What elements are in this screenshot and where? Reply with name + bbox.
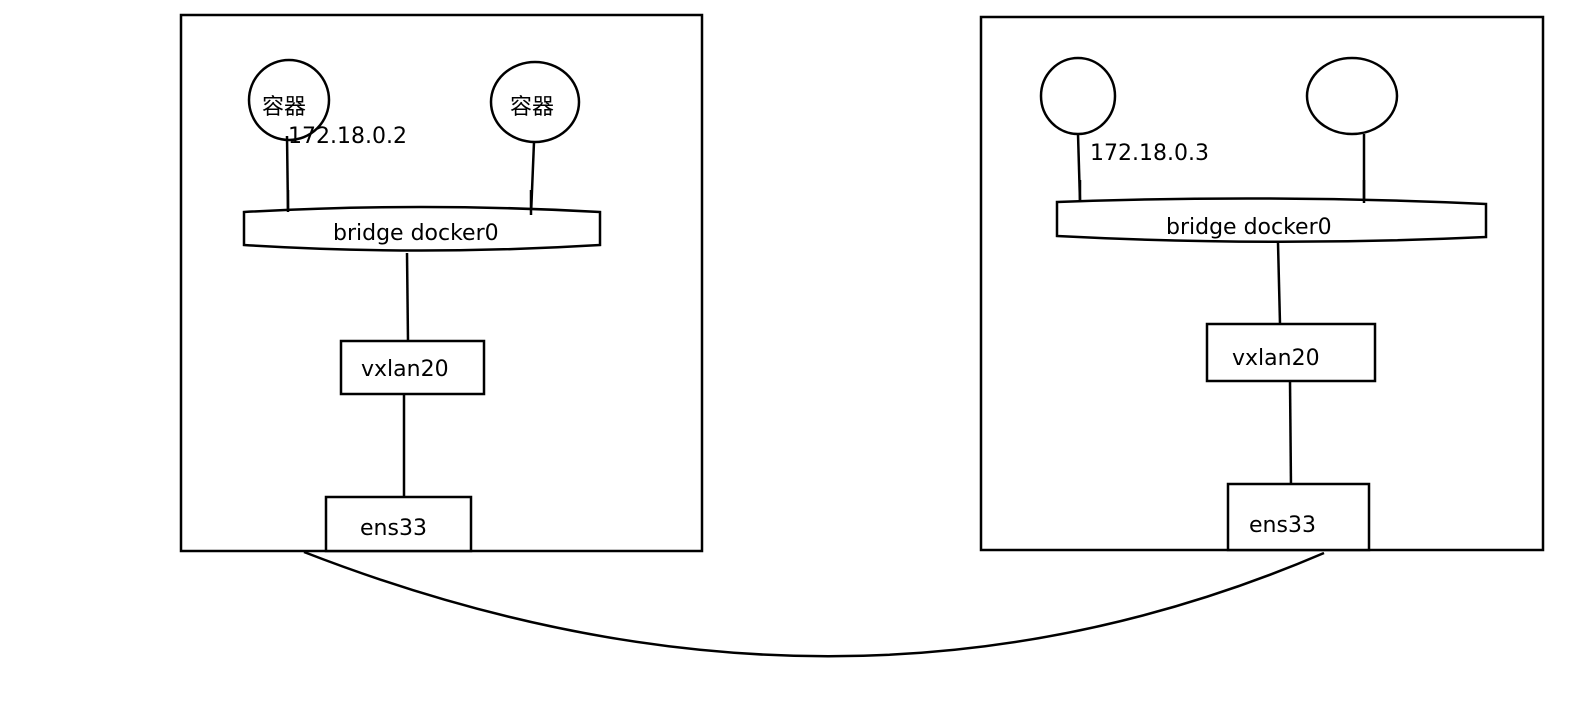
- host-1-bridge: bridge docker0: [242, 190, 602, 252]
- host-1-nic: ens33: [324, 495, 473, 553]
- host-2-bridge: bridge docker0: [1055, 180, 1488, 244]
- host-2-vxlan-box: [1205, 322, 1377, 383]
- host-2-container-2: [1305, 56, 1399, 203]
- host-1-container-1-circle: [247, 58, 331, 142]
- host-1-nic-box: [324, 495, 473, 553]
- host-1-nic-label: ens33: [360, 516, 427, 541]
- host-1-container-1: 容器 172.18.0.2: [247, 58, 407, 213]
- host-1-bridge-shape: [242, 205, 602, 252]
- host-1-container-1-label: 容器: [262, 95, 306, 120]
- host-1-bridge-vxlan-link: [405, 252, 410, 342]
- host-1-container-2-label: 容器: [510, 95, 554, 120]
- host-2-nic: ens33: [1226, 482, 1371, 552]
- host-1-frame: [179, 13, 704, 553]
- host-1-container-2-circle: [489, 60, 581, 144]
- host-1-vxlan-label: vxlan20: [361, 357, 449, 382]
- host-1: 容器 172.18.0.2 容器 bridge docker0 vxlan20: [179, 13, 704, 553]
- host-1-bridge-label: bridge docker0: [333, 221, 499, 246]
- host-1-vxlan: vxlan20: [339, 339, 486, 396]
- host-2-vxlan-label: vxlan20: [1232, 346, 1320, 371]
- host-2-bridge-vxlan-link: [1276, 242, 1282, 325]
- host-2-nic-box: [1226, 482, 1371, 552]
- host-2-frame: [979, 15, 1545, 552]
- host-2-container-1-ip: 172.18.0.3: [1090, 141, 1209, 166]
- host-2: 172.18.0.3 bridge docker0 vxlan20 ens33: [979, 15, 1545, 552]
- host-2-bridge-shape: [1055, 197, 1488, 244]
- host-1-container-2: 容器: [489, 60, 581, 216]
- host-1-vxlan-box: [339, 339, 486, 396]
- host-2-vxlan-nic-link: [1288, 380, 1293, 489]
- host-2-container-1: 172.18.0.3: [1039, 56, 1209, 203]
- host-2-bridge-label: bridge docker0: [1166, 215, 1332, 240]
- host-2-container-1-circle: [1039, 56, 1117, 136]
- host-2-nic-label: ens33: [1249, 513, 1316, 538]
- host-2-vxlan: vxlan20: [1205, 322, 1377, 383]
- host-2-container-2-circle: [1305, 56, 1399, 136]
- host-1-container-1-ip: 172.18.0.2: [288, 124, 407, 149]
- inter-host-link: [303, 550, 1325, 658]
